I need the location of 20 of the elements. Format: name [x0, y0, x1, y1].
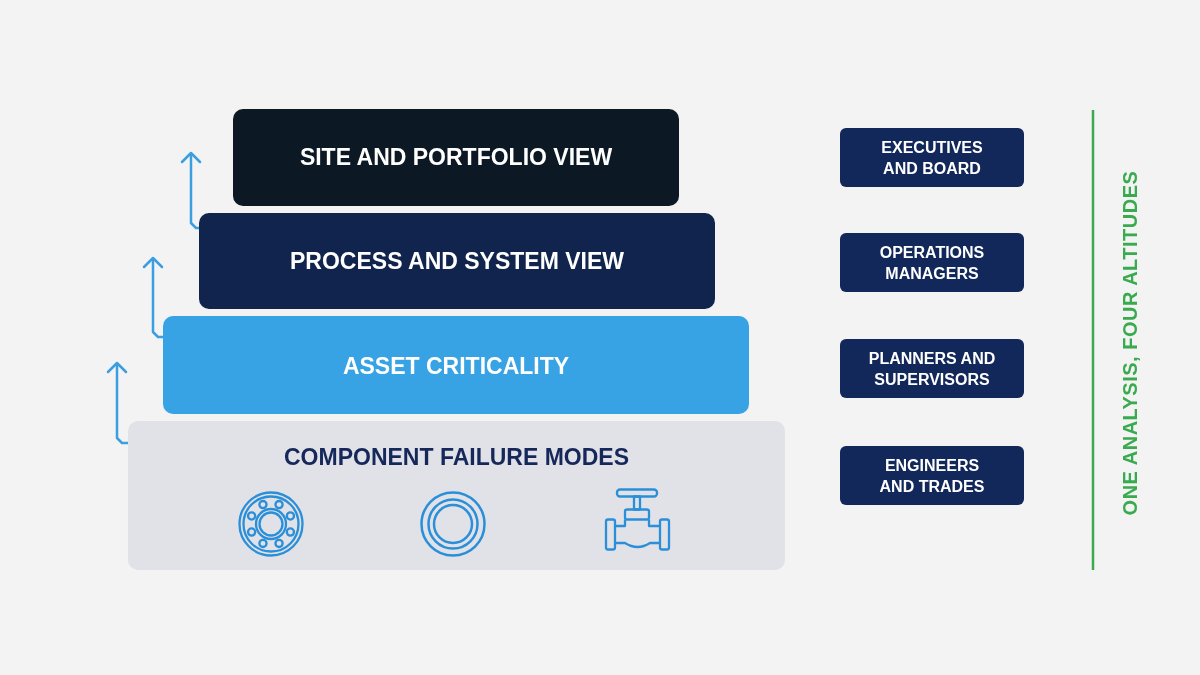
level-block: [163, 316, 749, 414]
audience-label: ENGINEERS AND TRADES: [878, 455, 986, 497]
level-title: SITE AND PORTFOLIO VIEW: [299, 143, 613, 171]
vertical-caption: ONE ANALYSIS, FOUR ALTITUDES: [1118, 170, 1142, 516]
audience-label: PLANNERS AND SUPERVISORS: [867, 348, 997, 390]
audience-box: [840, 233, 1024, 292]
arrow: [180, 151, 202, 230]
audience-label: EXECUTIVES AND BOARD: [880, 137, 984, 179]
audience-box: [840, 128, 1024, 187]
level-title: COMPONENT FAILURE MODES: [284, 443, 629, 471]
audience-box: [840, 339, 1024, 398]
level-block: [233, 109, 679, 206]
level-block: [199, 213, 715, 309]
level-title: ASSET CRITICALITY: [342, 352, 570, 380]
level-title: PROCESS AND SYSTEM VIEW: [290, 247, 624, 275]
arrow: [106, 361, 128, 445]
audience-box: [840, 446, 1024, 505]
arrow: [142, 256, 164, 339]
level-block: [128, 421, 785, 570]
audience-label: OPERATIONS MANAGERS: [878, 242, 986, 284]
